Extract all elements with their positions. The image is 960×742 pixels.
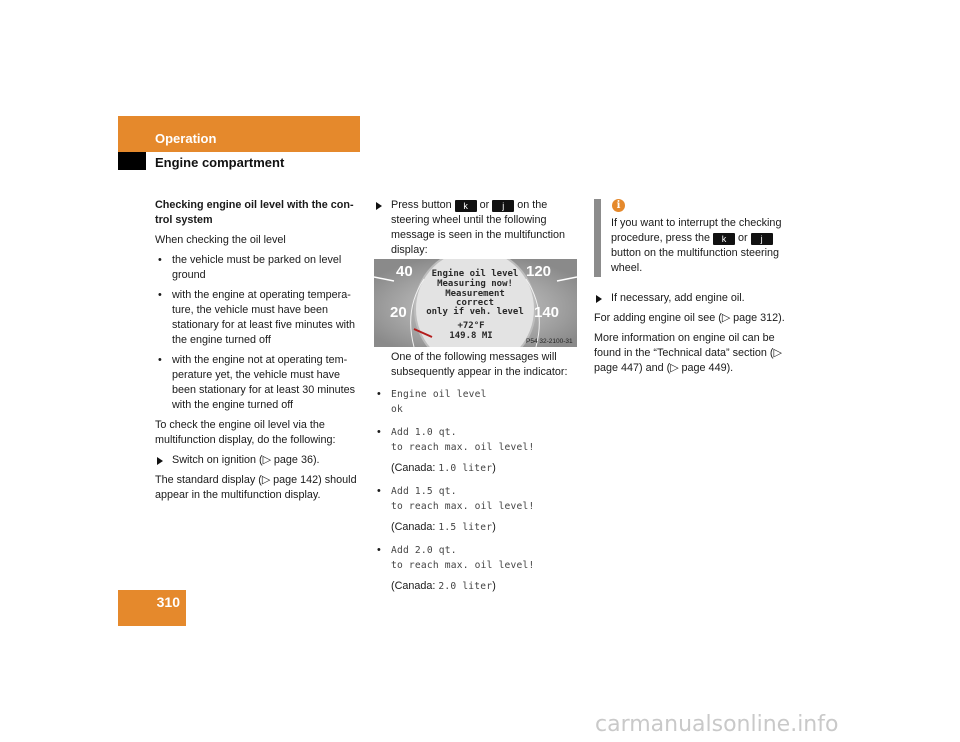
list-item: •the vehicle must be parked on level gro…	[158, 254, 342, 281]
bullet-icon: •	[158, 354, 162, 366]
display-line: Engine oil level	[432, 268, 519, 279]
key-down-icon: j	[750, 233, 773, 245]
subsection-title: Engine compartment	[155, 155, 285, 170]
display-line: Measurement	[445, 289, 505, 299]
arrow-icon	[596, 295, 602, 303]
step-item: If necessary, add engine oil.	[594, 291, 799, 306]
list-item: • Add 1.0 qt. to reach max. oil level! (…	[374, 425, 579, 476]
canada-note: (Canada: 2.0 liter)	[391, 580, 496, 592]
list-item: • Add 2.0 qt. to reach max. oil level! (…	[374, 543, 579, 594]
canada-note: (Canada: 1.0 liter)	[391, 462, 496, 474]
bullet-icon: •	[377, 388, 381, 400]
page-number: 310	[156, 594, 180, 610]
subsection-marker	[118, 152, 146, 170]
column-2-lower: One of the following messages will subse…	[374, 350, 579, 599]
info-box-bar	[594, 199, 601, 277]
display-line: only if veh. level	[426, 306, 524, 317]
list-item: •with the engine not at operating tem-pe…	[158, 354, 356, 411]
step-item: Switch on ignition (▷ page 36).	[155, 453, 363, 468]
list-item: • Add 1.5 qt. to reach max. oil level! (…	[374, 484, 579, 535]
display-line: correct	[456, 298, 494, 308]
adding-oil-text: For adding engine oil see (▷ page 312).	[594, 312, 785, 324]
gauge-label-20: 20	[390, 304, 407, 321]
info-note: If you want to interrupt the checking pr…	[611, 217, 782, 274]
section-header-bar	[118, 116, 360, 152]
info-icon: i	[612, 199, 625, 212]
gauge-label-140: 140	[534, 304, 559, 321]
multifunction-display-image: 40 20 120 140 Engine oil level Measuring…	[374, 259, 577, 347]
watermark: carmanualsonline.info	[595, 712, 839, 737]
standard-display-text: The standard display (▷ page 142) should…	[155, 474, 357, 501]
column-1: Checking engine oil level with the con-t…	[155, 198, 363, 508]
gauge-label-120: 120	[526, 263, 551, 280]
key-down-icon: j	[492, 200, 515, 212]
bullet-icon: •	[377, 544, 381, 556]
key-up-icon: k	[454, 200, 477, 212]
check-text: To check the engine oil level via the mu…	[155, 419, 336, 446]
gauge-label-40: 40	[396, 263, 413, 280]
temperature-readout: +72°F	[457, 321, 484, 331]
bullet-icon: •	[158, 254, 162, 266]
arrow-icon	[157, 457, 163, 465]
column-2: Press button k or j on the steering whee…	[374, 198, 579, 263]
display-line: Measuring now!	[437, 278, 513, 289]
odometer-readout: 149.8 MI	[449, 331, 492, 341]
heading: Checking engine oil level with the con-t…	[155, 199, 354, 226]
list-item: • Engine oil level ok	[377, 388, 487, 415]
column-3: If necessary, add engine oil. For adding…	[594, 291, 799, 381]
key-up-icon: k	[713, 233, 736, 245]
bullet-icon: •	[377, 426, 381, 438]
page-number-box: 310	[118, 590, 186, 626]
messages-intro: One of the following messages will subse…	[391, 351, 568, 378]
step-item: Press button k or j on the steering whee…	[374, 198, 579, 258]
canada-note: (Canada: 1.5 liter)	[391, 521, 496, 533]
more-info-text: More information on engine oil can be fo…	[594, 332, 782, 374]
figure-code: P54 32-2100-31	[526, 338, 573, 345]
section-title: Operation	[155, 131, 217, 146]
list-item: •with the engine at operating tempera-tu…	[158, 289, 356, 346]
bullet-icon: •	[158, 289, 162, 301]
arrow-icon	[376, 202, 382, 210]
bullet-icon: •	[377, 485, 381, 497]
intro-text: When checking the oil level	[155, 234, 286, 246]
